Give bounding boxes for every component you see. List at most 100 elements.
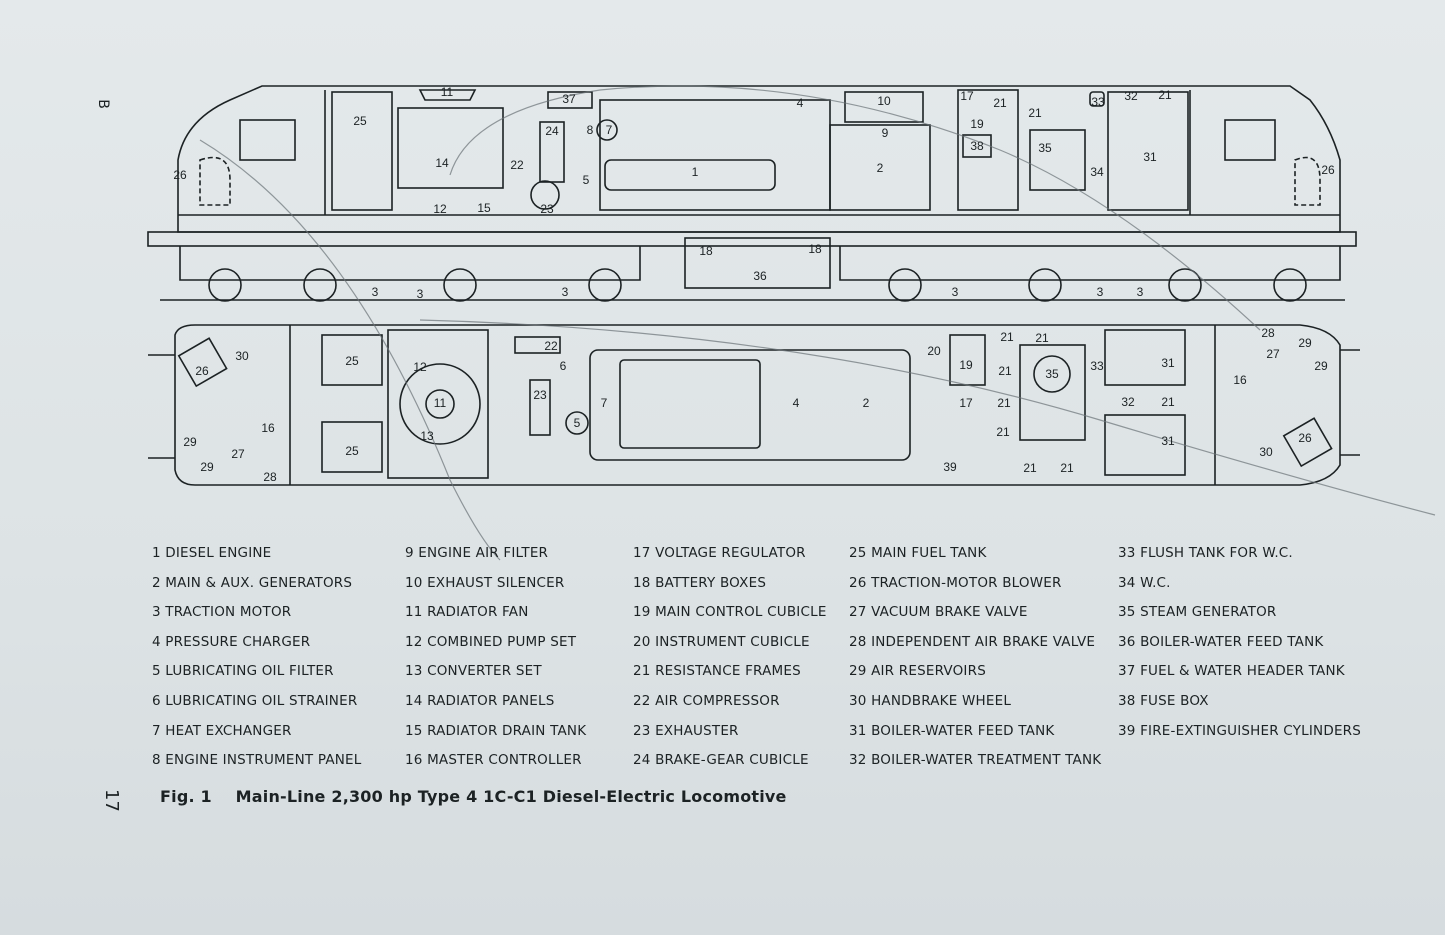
callout-number: 12 xyxy=(433,202,447,216)
legend-item: 20 INSTRUMENT CUBICLE xyxy=(633,633,810,650)
callout-number: 23 xyxy=(533,388,547,402)
callout-number: 3 xyxy=(417,287,424,301)
callout-number: 7 xyxy=(606,123,613,137)
callout-number: 9 xyxy=(882,126,889,140)
wheels xyxy=(208,268,1307,302)
legend-item: 29 AIR RESERVOIRS xyxy=(849,663,986,680)
callout-number: 23 xyxy=(540,202,554,216)
callout-number: 8 xyxy=(587,123,594,137)
legend-item: 37 FUEL & WATER HEADER TANK xyxy=(1118,663,1345,680)
legend-item: 16 MASTER CONTROLLER xyxy=(405,752,582,769)
callout-number: 29 xyxy=(1314,359,1328,373)
callout-number: 32 xyxy=(1124,89,1138,103)
legend-item: 33 FLUSH TANK FOR W.C. xyxy=(1118,545,1293,561)
callout-number: 26 xyxy=(173,168,187,182)
callout-number: 21 xyxy=(993,96,1007,110)
callout-number: 30 xyxy=(235,349,249,363)
legend-item: 34 W.C. xyxy=(1118,574,1171,591)
callout-number: 36 xyxy=(753,269,767,283)
legend-item: 4 PRESSURE CHARGER xyxy=(152,633,311,650)
callout-number: 27 xyxy=(1266,347,1280,361)
callout-number: 25 xyxy=(345,354,359,368)
callout-number: 25 xyxy=(345,444,359,458)
legend-item: 23 EXHAUSTER xyxy=(633,722,739,739)
legend-item: 3 TRACTION MOTOR xyxy=(152,604,292,621)
callout-number: 10 xyxy=(877,94,891,108)
callout-number: 17 xyxy=(960,89,974,103)
legend-item: 2 MAIN & AUX. GENERATORS xyxy=(152,574,353,591)
callout-number: 1 xyxy=(692,165,699,179)
legend-column-4: 25 MAIN FUEL TANK 26 TRACTION-MOTOR BLOWE… xyxy=(849,545,1101,782)
legend-item: 9 ENGINE AIR FILTER xyxy=(405,545,549,561)
pencil-scribbles xyxy=(199,85,1436,561)
callout-number: 14 xyxy=(435,156,449,170)
callout-number: 4 xyxy=(797,96,804,110)
legend-item: 17 VOLTAGE REGULATOR xyxy=(633,545,806,561)
legend-item: 12 COMBINED PUMP SET xyxy=(405,633,577,650)
callout-number: 4 xyxy=(793,396,800,410)
legend-item: 7 HEAT EXCHANGER xyxy=(152,722,292,739)
callout-number: 26 xyxy=(1321,163,1335,177)
callout-number: 28 xyxy=(263,470,277,484)
callout-number: 13 xyxy=(420,429,434,443)
callout-number: 32 xyxy=(1121,395,1135,409)
legend-item: 35 STEAM GENERATOR xyxy=(1118,604,1277,621)
callout-number: 2 xyxy=(877,161,884,175)
legend-item: 30 HANDBRAKE WHEEL xyxy=(849,692,1012,709)
callout-number: 31 xyxy=(1161,434,1175,448)
callout-number: 3 xyxy=(1137,285,1144,299)
legend-item: 25 MAIN FUEL TANK xyxy=(849,545,987,561)
legend-item: 22 AIR COMPRESSOR xyxy=(633,692,780,709)
legend-item: 1 DIESEL ENGINE xyxy=(152,545,272,561)
legend-column-1: 1 DIESEL ENGINE 2 MAIN & AUX. GENERATORS 3… xyxy=(152,545,362,782)
callout-number: 11 xyxy=(434,396,447,410)
legend-item: 21 RESISTANCE FRAMES xyxy=(633,663,801,680)
legend-item: 26 TRACTION-MOTOR BLOWER xyxy=(849,574,1062,591)
callout-number: 3 xyxy=(372,285,379,299)
callout-number: 11 xyxy=(441,85,454,99)
callout-number: 31 xyxy=(1161,356,1175,370)
callout-number: 17 xyxy=(959,396,973,410)
callout-number: 39 xyxy=(943,460,957,474)
callout-number: 29 xyxy=(183,435,197,449)
legend-item: 15 RADIATOR DRAIN TANK xyxy=(405,722,587,739)
callout-number: 15 xyxy=(477,201,491,215)
callout-number: 28 xyxy=(1261,326,1275,340)
callout-number: 3 xyxy=(1097,285,1104,299)
callout-number: 25 xyxy=(353,114,367,128)
callout-number: 34 xyxy=(1090,165,1104,179)
callout-number: 2 xyxy=(863,396,870,410)
legend-item: 38 FUSE BOX xyxy=(1118,692,1209,709)
legend-item: 18 BATTERY BOXES xyxy=(633,574,767,591)
legend-item: 8 ENGINE INSTRUMENT PANEL xyxy=(152,752,362,769)
callout-number: 35 xyxy=(1045,367,1059,381)
callout-number: 21 xyxy=(997,396,1011,410)
callout-number: 26 xyxy=(195,364,209,378)
callout-number: 5 xyxy=(583,173,590,187)
callout-number: 22 xyxy=(510,158,524,172)
callout-number: 35 xyxy=(1038,141,1052,155)
callout-number: 19 xyxy=(959,358,973,372)
callout-number: 7 xyxy=(601,396,608,410)
figure-label: Fig. 1 xyxy=(160,787,212,806)
legend-item: 19 MAIN CONTROL CUBICLE xyxy=(633,604,827,621)
callout-number: 29 xyxy=(1298,336,1312,350)
legend-item: 5 LUBRICATING OIL FILTER xyxy=(152,663,334,680)
callout-number: 33 xyxy=(1090,359,1104,373)
side-view xyxy=(147,85,1357,302)
legend-item: 36 BOILER-WATER FEED TANK xyxy=(1118,633,1324,650)
legend-column-3: 17 VOLTAGE REGULATOR 18 BATTERY BOXES 19 M… xyxy=(633,545,827,782)
callout-number: 20 xyxy=(927,344,941,358)
legend-column-5: 33 FLUSH TANK FOR W.C. 34 W.C. 35 STEAM GE… xyxy=(1118,545,1361,752)
callout-number: 27 xyxy=(231,447,245,461)
legend-item: 14 RADIATOR PANELS xyxy=(405,692,555,709)
callout-number: 21 xyxy=(1000,330,1014,344)
callout-number: 31 xyxy=(1143,150,1157,164)
legend-item: 13 CONVERTER SET xyxy=(405,663,542,680)
callout-number: 3 xyxy=(562,285,569,299)
legend-item: 28 INDEPENDENT AIR BRAKE VALVE xyxy=(849,633,1096,650)
callout-number: 21 xyxy=(1023,461,1037,475)
